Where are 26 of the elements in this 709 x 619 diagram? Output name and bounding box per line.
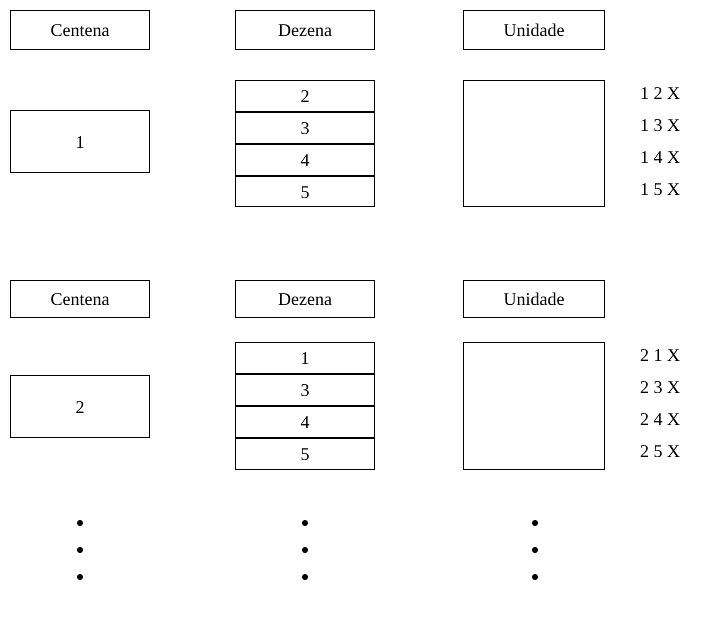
result-text: 2 4 X — [640, 408, 680, 430]
text-box: 2 — [235, 80, 375, 112]
text-box: Unidade — [463, 280, 605, 318]
result-text: 1 3 X — [640, 114, 680, 136]
text-box: 4 — [235, 406, 375, 438]
text-box: 1 — [10, 110, 150, 173]
text-box: Centena — [10, 10, 150, 50]
result-text: 1 2 X — [640, 82, 680, 104]
text-box: Centena — [10, 280, 150, 318]
text-box: Dezena — [235, 10, 375, 50]
result-text: 2 1 X — [640, 344, 680, 366]
result-text: 1 5 X — [640, 178, 680, 200]
empty-box — [463, 342, 605, 470]
text-box: 1 — [235, 342, 375, 374]
text-box: 5 — [235, 438, 375, 470]
text-box: 4 — [235, 144, 375, 176]
result-text: 1 4 X — [640, 146, 680, 168]
text-box: 3 — [235, 374, 375, 406]
result-text: 2 3 X — [640, 376, 680, 398]
text-box: 3 — [235, 112, 375, 144]
text-box: 2 — [10, 375, 150, 438]
empty-box — [463, 80, 605, 207]
text-box: 5 — [235, 176, 375, 207]
result-text: 2 5 X — [640, 440, 680, 462]
text-box: Unidade — [463, 10, 605, 50]
text-box: Dezena — [235, 280, 375, 318]
